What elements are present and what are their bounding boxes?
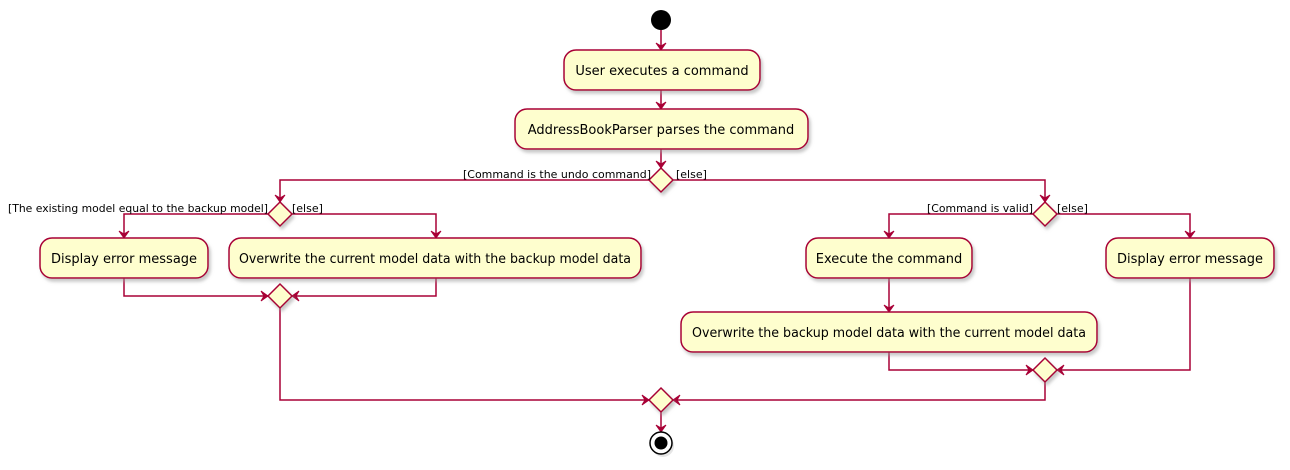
- guard-else-left: [else]: [292, 202, 323, 215]
- edge-merge-2-to-merge-final: [673, 382, 1046, 401]
- end-node: [649, 431, 674, 457]
- activity-execute-command: Execute the command: [805, 237, 973, 279]
- arrow-end: [655, 424, 667, 433]
- arrow-display-error-right: [1184, 230, 1196, 239]
- arrow-merge-final-left: [641, 394, 650, 406]
- activity-parser-parses-label: AddressBookParser parses the command: [528, 123, 795, 138]
- activity-display-error-right-label: Display error message: [1117, 252, 1263, 267]
- arrow-overwrite-current: [430, 230, 442, 239]
- guard-model-equal-backup: [The existing model equal to the backup …: [8, 202, 268, 215]
- arrow-overwrite-backup: [883, 304, 895, 313]
- merge-final: [647, 386, 675, 414]
- decision-model-equal: [266, 200, 294, 228]
- arrow-merge-final-right: [672, 394, 681, 406]
- edge-else-branch-left: [292, 213, 437, 238]
- arrow-parser: [655, 101, 667, 110]
- arrow-decision-3: [1039, 194, 1051, 203]
- activity-overwrite-backup-label: Overwrite the backup model data with the…: [692, 326, 1086, 341]
- edge-merge-1-to-merge-final: [279, 308, 649, 401]
- edge-else-branch-top: [673, 179, 1046, 202]
- edge-else-branch-right: [1057, 213, 1191, 238]
- guard-undo-command: [Command is the undo command]: [463, 168, 651, 181]
- merge-left: [266, 282, 294, 310]
- arrow-user: [655, 42, 667, 51]
- edges: [118, 30, 1196, 433]
- guard-command-valid: [Command is valid]: [927, 202, 1033, 215]
- arrow-decision-1: [655, 160, 667, 169]
- start-node: [651, 10, 671, 30]
- edge-undo-branch: [279, 179, 649, 202]
- activity-overwrite-backup: Overwrite the backup model data with the…: [680, 311, 1098, 353]
- activity-user-executes-label: User executes a command: [575, 64, 748, 79]
- edge-model-equal-branch: [123, 213, 268, 238]
- edge-overwrite-current-to-merge-1: [292, 278, 437, 297]
- activity-user-executes: User executes a command: [563, 49, 761, 91]
- arrow-decision-2: [274, 194, 286, 203]
- activity-overwrite-current: Overwrite the current model data with th…: [228, 237, 642, 279]
- activity-execute-command-label: Execute the command: [816, 252, 962, 267]
- arrow-merge-1-right: [291, 290, 300, 302]
- arrow-merge-2-right: [1056, 364, 1065, 376]
- decision-command-valid: [1031, 200, 1059, 228]
- guard-else-right: [else]: [1057, 202, 1088, 215]
- guard-else-top: [else]: [676, 168, 707, 181]
- arrow-display-error-left: [118, 230, 130, 239]
- activity-display-error-right: Display error message: [1105, 237, 1275, 279]
- edge-display-error-right-to-merge-2: [1057, 278, 1191, 371]
- merge-right: [1031, 356, 1059, 384]
- decisions: [266, 166, 1059, 414]
- activity-overwrite-current-label: Overwrite the current model data with th…: [239, 252, 631, 267]
- edge-display-error-to-merge-1: [123, 278, 268, 297]
- edge-command-valid-branch: [888, 213, 1033, 238]
- arrow-execute: [883, 230, 895, 239]
- guard-labels: [Command is the undo command] [else] [Th…: [8, 168, 1088, 215]
- arrow-merge-2-left: [1025, 364, 1034, 376]
- arrow-merge-1-left: [260, 290, 269, 302]
- decision-undo-command: [647, 166, 675, 194]
- activity-parser-parses: AddressBookParser parses the command: [514, 108, 809, 150]
- edge-overwrite-backup-to-merge-2: [888, 352, 1033, 371]
- activity-display-error-left: Display error message: [39, 237, 209, 279]
- activity-display-error-left-label: Display error message: [51, 252, 197, 267]
